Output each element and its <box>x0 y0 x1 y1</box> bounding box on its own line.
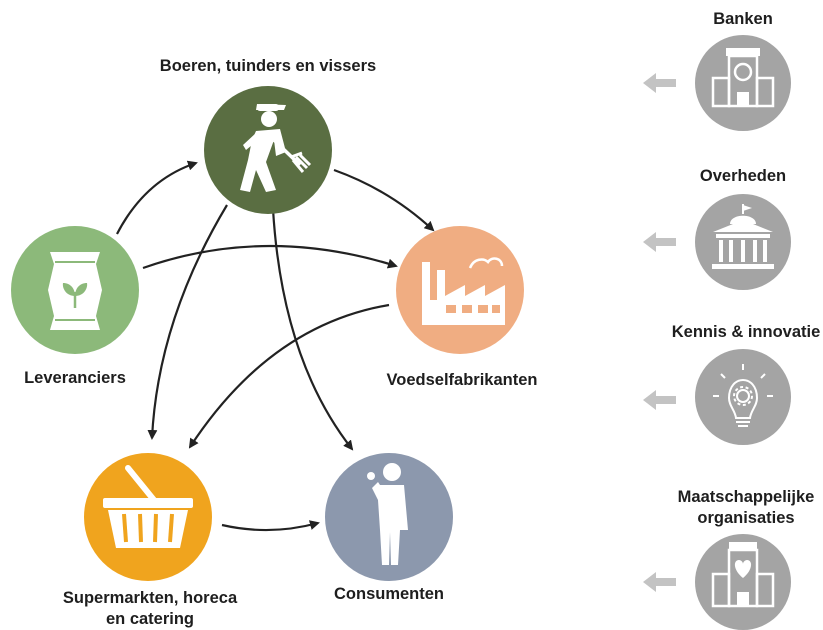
arrow-supermarkten-to-consumenten <box>221 520 320 532</box>
supermarkten-label-line2: en catering <box>105 610 195 628</box>
maatschappelijk-label-line2: organisaties <box>697 509 795 527</box>
side-kennis <box>643 349 791 445</box>
consumer-icon <box>367 463 408 565</box>
side-banken <box>643 35 791 131</box>
side-arrow-maatschappelijk <box>643 572 676 592</box>
voedselfabrikanten-label: Voedselfabrikanten <box>386 371 538 389</box>
factory-icon <box>422 257 505 325</box>
arrow-boeren-to-supermarkten <box>147 204 228 440</box>
leveranciers-label: Leveranciers <box>24 369 126 387</box>
node-boeren <box>204 86 332 214</box>
banken-label: Banken <box>713 10 773 28</box>
organisation-building-icon <box>711 542 775 608</box>
node-voedselfabrikanten <box>396 226 524 354</box>
boeren-label: Boeren, tuinders en vissers <box>159 57 377 75</box>
side-arrow-banken <box>643 73 676 93</box>
side-maatschappelijk <box>643 534 791 630</box>
overheden-label: Overheden <box>699 167 787 185</box>
arrow-boeren-to-consumenten <box>271 208 354 451</box>
side-overheden <box>643 194 791 290</box>
side-arrow-overheden <box>643 232 676 252</box>
arrow-boeren-to-voedselfabrikanten <box>333 168 435 232</box>
consumenten-label: Consumenten <box>333 585 445 603</box>
maatschappelijk-label-line1: Maatschappelijke <box>677 488 815 506</box>
basket-icon <box>103 465 193 548</box>
side-arrow-kennis <box>643 390 676 410</box>
node-supermarkten <box>84 453 212 581</box>
node-consumenten <box>325 453 453 581</box>
supply-bag-icon <box>48 252 102 330</box>
lightbulb-gear-icon <box>713 364 773 427</box>
arrow-leveranciers-to-voedselfabrikanten <box>142 244 398 270</box>
kennis-circle <box>695 349 791 445</box>
farmer-icon <box>240 104 312 192</box>
node-leveranciers <box>11 226 139 354</box>
arrow-leveranciers-to-boeren <box>116 160 198 235</box>
bank-icon <box>711 48 775 108</box>
supermarkten-label-line1: Supermarkten, horeca <box>62 589 238 607</box>
arrow-voedselfabrikanten-to-supermarkten <box>188 303 390 449</box>
kennis-label: Kennis & innovatie <box>671 323 821 341</box>
government-icon <box>712 204 774 269</box>
